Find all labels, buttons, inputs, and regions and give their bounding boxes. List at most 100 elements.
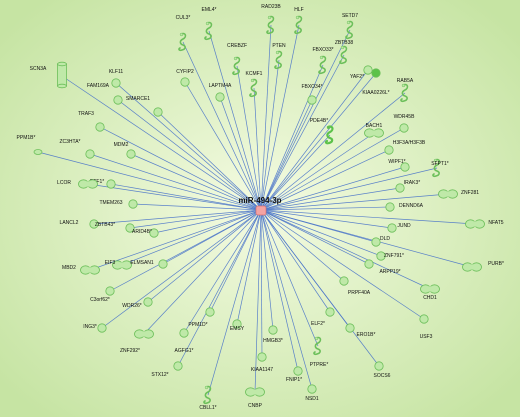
node-chd1[interactable]: CHD1 [420,284,440,301]
node-fbxo33[interactable]: FBXO33* [312,47,334,75]
node-lcor[interactable]: LCOR [57,179,98,189]
node-label-wipf1: WIPF1* [388,159,405,165]
node-crebzf[interactable]: CREBZF [227,43,247,76]
node-rab5a[interactable]: RAB5A [397,78,414,103]
node-purb[interactable]: PURB* [462,261,504,272]
node-mdm2[interactable]: MDM2 [114,142,136,159]
node-label-hlf: HLF [294,7,303,13]
node-smarce1[interactable]: SMARCE1 [126,96,163,117]
node-label-ppm1d: PPM1D* [188,322,207,328]
node-fam169a[interactable]: FAM169A [87,83,123,105]
edge-fnip1 [260,209,299,372]
node-jund[interactable]: JUND [387,223,411,233]
node-setd7[interactable]: SETD7 [342,13,358,40]
node-ing3[interactable]: ING3* [83,323,107,333]
node-label-ing3: ING3* [83,324,97,330]
node-zbtb43[interactable]: ZBTB43* [95,222,135,233]
node-kcmf1[interactable]: KCMF1 [246,71,263,98]
node-eif3[interactable]: EIF3 [105,260,132,270]
edge-nsd1 [260,209,313,390]
node-elmsan1[interactable]: ELMSAN1 [130,259,168,269]
node-elf2[interactable]: ELF2* [311,307,335,327]
edge-cnbp [254,209,262,393]
node-rad23b[interactable]: RAD23B [261,4,281,35]
node-scn3a[interactable]: SCN3A [30,61,67,89]
node-kiaa0226l[interactable]: KIAA0226L* [362,68,390,96]
node-label-zbtb38: ZBTB38 [335,40,354,46]
node-arpp19[interactable]: ARPP19* [364,259,401,275]
edge-crebzf [236,65,262,211]
node-label-arid4b: ARID4B* [132,229,152,235]
node-ppm1b[interactable]: PPM1B* [17,135,43,155]
node-yaf2[interactable]: YAF2* [350,65,373,80]
node-fnip1[interactable]: FNIP1* [286,366,303,383]
node-fbxo34[interactable]: FBXO34* [301,84,323,105]
node-irak3[interactable]: IRAK3* [395,180,420,193]
node-label-yaf2: YAF2* [350,74,364,80]
node-sfpt1[interactable]: SFPT1* [431,158,449,178]
node-cul3[interactable]: CUL3* [176,15,191,52]
node-eml4[interactable]: EML4* [201,7,217,41]
edge-klf11 [115,82,262,211]
edge-fbxo33 [260,64,324,211]
node-cyfip2[interactable]: CYFIP2 [176,69,194,87]
node-bach1[interactable]: BACH1 [364,123,384,138]
node-wdr26[interactable]: WDR26* [122,297,153,309]
node-lancl2[interactable]: LANCL2 [60,219,99,229]
node-cnbp[interactable]: CNBP [245,387,265,409]
node-znf791[interactable]: ZNF791* [376,251,404,261]
node-traf3[interactable]: TRAF3 [78,111,105,132]
node-klf11[interactable]: KLF11 [109,69,124,88]
edge-znf281 [260,193,449,211]
node-dennd6a[interactable]: DENND6A [385,202,424,212]
edge-nfat5 [260,209,476,225]
node-ptpre[interactable]: PTPRE* [310,336,329,368]
node-hmgb3[interactable]: HMGB3* [263,325,283,344]
node-label-kcmf1: KCMF1 [246,71,263,77]
node-label-nfat5: NFAT5 [488,220,503,226]
node-zbtb38[interactable]: ZBTB38 [335,40,354,65]
node-wdr45b[interactable]: WDR45B [394,114,416,133]
node-c3orf62[interactable]: C3orf62* [90,286,115,303]
node-wipf1[interactable]: WIPF1* [388,159,410,172]
node-kiaa1147[interactable]: KIAA1147 [251,352,273,373]
node-ppm1d[interactable]: PPM1D* [188,307,215,328]
edge-chd1 [260,209,431,290]
node-tmem263[interactable]: TMEM263 [99,199,138,209]
edge-fam169a [117,99,262,211]
node-nfat5[interactable]: NFAT5 [465,219,504,229]
node-socs6[interactable]: SOCS6 [374,361,391,379]
node-label-kiaa1147: KIAA1147 [251,367,273,373]
node-label-cyfip2: CYFIP2 [176,69,194,75]
edge-sfpt1 [260,167,438,211]
edge-cul3 [182,41,262,211]
node-label-rad23b: RAD23B [261,4,281,10]
node-hlf[interactable]: HLF [294,7,304,35]
hub-node[interactable]: miR-494-3p [238,196,282,216]
edge-arid4b [153,209,262,234]
node-prpf40a[interactable]: PRPF40A [339,276,371,296]
node-usf3[interactable]: USF3 [419,314,433,340]
node-dld[interactable]: DLD [371,236,391,247]
node-label-crebzf: CREBZF [227,43,247,49]
node-label-fnip1: FNIP1* [286,377,302,383]
node-agfg1[interactable]: AGFG1* [175,328,194,354]
node-stx12[interactable]: STX12* [151,361,183,378]
node-label-emsy: EMSY [230,326,245,332]
node-cbll1[interactable]: CBLL1* [199,385,217,411]
node-label-stx12: STX12* [151,372,168,378]
node-label-h3f3a-h3f3b: H3F3A/H3F3B [393,140,426,146]
node-emsy[interactable]: EMSY [230,319,245,332]
node-mbd2[interactable]: MBD2 [62,265,100,275]
node-zc3hta[interactable]: ZC3HTA* [59,139,95,159]
node-ero1b[interactable]: ERO1B* [345,323,376,338]
node-nsd1[interactable]: NSD1 [305,384,319,402]
node-arid4b[interactable]: ARID4B* [132,228,159,238]
node-pten[interactable]: PTEN [272,43,286,70]
node-znf292[interactable]: ZNF292* [120,329,154,354]
node-label-eml4: EML4* [201,7,216,13]
node-h3f3a-h3f3b[interactable]: H3F3A/H3F3B [384,140,426,155]
node-pde4b[interactable]: PDE4B* [310,118,334,145]
node-laptm4a[interactable]: LAPTM4A [209,83,232,102]
node-znf281[interactable]: ZNF281 [438,189,480,199]
